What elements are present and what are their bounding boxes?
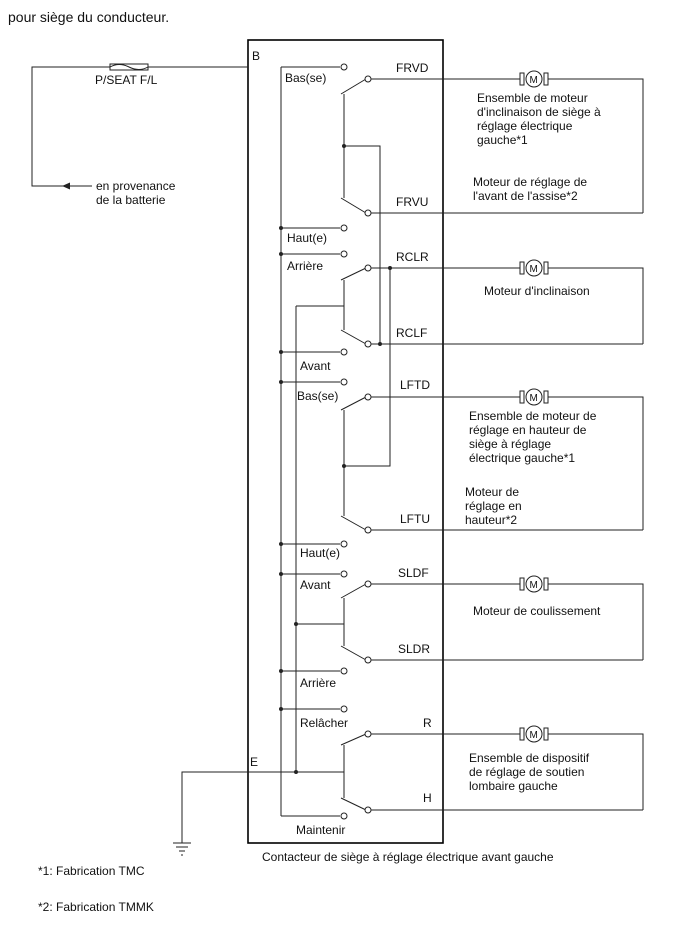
battery-label-line2: de la batterie — [96, 193, 166, 207]
motor-symbol-4: M — [530, 580, 538, 591]
switch-caption: Contacteur de siège à réglage électrique… — [262, 850, 554, 864]
position-slide-front: Avant — [300, 578, 331, 592]
battery-label-line1: en provenance — [96, 179, 176, 193]
motor-recline: M — [519, 259, 549, 277]
switch-recline — [340, 250, 644, 356]
motor-lumbar-line1: Ensemble de dispositif — [469, 751, 590, 765]
motor-fv-alt2: l'avant de l'assise*2 — [473, 189, 578, 203]
switch-lifter — [340, 378, 644, 548]
position-slide-rear: Arrière — [300, 676, 336, 690]
pin-frvu: FRVU — [396, 195, 428, 209]
motor-fv-alt1: Moteur de réglage de — [473, 175, 587, 189]
position-recline-up: Haut(e) — [287, 231, 327, 245]
position-recline-rear: Arrière — [287, 259, 323, 273]
motor-lifter-line3: siège à réglage — [469, 437, 551, 451]
position-lumbar-hold: Maintenir — [296, 823, 345, 837]
motor-fv-line4: gauche*1 — [477, 133, 528, 147]
pin-rclr: RCLR — [396, 250, 429, 264]
motor-lifter-line4: électrique gauche*1 — [469, 451, 575, 465]
motor-front-vertical: M — [519, 70, 549, 88]
pin-frvd: FRVD — [396, 61, 429, 75]
pin-lftd: LFTD — [400, 378, 430, 392]
switch-assembly-box — [247, 39, 444, 844]
motor-lumbar: M — [519, 725, 549, 743]
pin-h: H — [423, 791, 432, 805]
internal-bus — [279, 66, 340, 817]
motor-lifter-line1: Ensemble de moteur de — [469, 409, 597, 423]
battery-feed: en provenance de la batterie — [31, 66, 248, 207]
motor-recline-label: Moteur d'inclinaison — [484, 284, 590, 298]
terminal-e-label: E — [250, 755, 258, 769]
terminal-b-label: B — [252, 49, 260, 63]
position-recline-front: Avant — [300, 359, 331, 373]
switch-slide — [340, 570, 644, 675]
pin-r: R — [423, 716, 432, 730]
motor-lumbar-line3: lombaire gauche — [469, 779, 558, 793]
pin-sldf: SLDF — [398, 566, 429, 580]
position-lumbar-release: Relâcher — [300, 716, 348, 730]
motor-lifter-alt3: hauteur*2 — [465, 513, 517, 527]
fuse-label: P/SEAT F/L — [95, 73, 158, 87]
motor-symbol-5: M — [530, 730, 538, 741]
motor-fv-line1: Ensemble de moteur — [477, 91, 588, 105]
footnote-2: *2: Fabrication TMMK — [38, 900, 154, 914]
position-lift-up: Haut(e) — [300, 546, 340, 560]
motor-lifter-alt2: réglage en — [465, 499, 522, 513]
motor-fv-line3: réglage électrique — [477, 119, 573, 133]
motor-lifter-line2: réglage en hauteur de — [469, 423, 587, 437]
motor-lifter: M — [519, 388, 549, 406]
pin-rclf: RCLF — [396, 326, 427, 340]
fuse: P/SEAT F/L — [95, 63, 158, 87]
pin-sldr: SLDR — [398, 642, 430, 656]
position-lift-down: Bas(se) — [297, 389, 338, 403]
footnote-1: *1: Fabrication TMC — [38, 864, 145, 878]
motor-slide-label: Moteur de coulissement — [473, 604, 601, 618]
motor-symbol-3: M — [530, 393, 538, 404]
ground — [173, 771, 344, 856]
motor-fv-line2: d'inclinaison de siège à — [477, 105, 601, 119]
position-recline-down: Bas(se) — [285, 71, 326, 85]
switch-lumbar — [340, 705, 644, 820]
pin-lftu: LFTU — [400, 512, 430, 526]
switch-front-vertical — [340, 63, 644, 232]
motor-lumbar-line2: de réglage de soutien — [469, 765, 584, 779]
page-title: pour siège du conducteur. — [8, 9, 169, 25]
motor-lifter-alt1: Moteur de — [465, 485, 519, 499]
motor-symbol-1: M — [530, 75, 538, 86]
motor-slide: M — [519, 575, 549, 593]
motor-symbol-2: M — [530, 264, 538, 275]
